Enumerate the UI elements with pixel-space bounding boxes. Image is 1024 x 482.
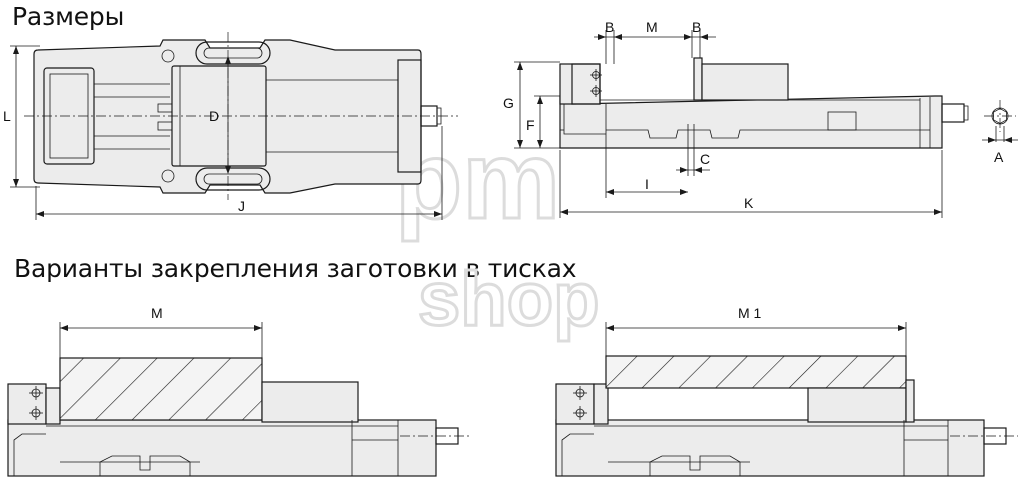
- top-view: D L J: [3, 32, 458, 220]
- variant-M1-fixed-jaw: [555, 383, 595, 425]
- bottom-slot: [195, 167, 271, 191]
- variant-M1-workpiece: [605, 355, 907, 389]
- clamping-options-heading: Варианты закрепления заготовки в тисках: [14, 254, 577, 283]
- label-D: D: [209, 108, 219, 124]
- clamping-variant-M1: M 1: [555, 305, 1018, 477]
- label-M: M: [646, 19, 658, 35]
- clamping-variant-M: M: [7, 305, 470, 477]
- dimensions-heading: Размеры: [12, 2, 125, 31]
- side-spindle: [941, 103, 965, 123]
- variant-M-base: [7, 419, 437, 477]
- side-moving-jaw: [701, 63, 789, 101]
- label-J: J: [238, 198, 245, 214]
- label-B-right: B: [692, 19, 701, 35]
- label-C: C: [700, 151, 710, 167]
- variant-M1-moving-jaw: [807, 387, 907, 423]
- variant-M1-base: [555, 419, 985, 477]
- label-F: F: [526, 117, 535, 133]
- variant-M-moving-jaw: [261, 381, 359, 423]
- label-B-left: B: [605, 19, 614, 35]
- label-A: A: [994, 149, 1004, 165]
- variant-M-fixed-jaw: [7, 383, 47, 425]
- watermark-line2: shop: [418, 257, 600, 342]
- label-L: L: [3, 108, 11, 124]
- top-view-body: [33, 39, 422, 194]
- label-M-bottom: M: [151, 305, 163, 321]
- label-M1: M 1: [738, 305, 762, 321]
- label-G: G: [503, 95, 514, 111]
- side-view: A B M B G F C: [503, 19, 1018, 218]
- variant-M-workpiece: [59, 357, 263, 421]
- label-I: I: [645, 176, 649, 192]
- label-K: K: [744, 195, 754, 211]
- top-slot: [195, 41, 271, 65]
- side-moving-jaw-plate: [693, 57, 703, 101]
- watermark: pm shop: [394, 118, 602, 344]
- side-view-base: [559, 95, 943, 149]
- side-fixed-jaw: [559, 63, 601, 105]
